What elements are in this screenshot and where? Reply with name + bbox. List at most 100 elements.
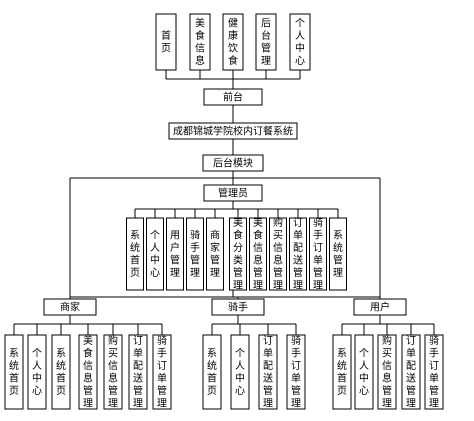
frontend-page-2: 美食信息	[189, 13, 211, 71]
role-1-item-7-frame	[152, 334, 172, 410]
admin-item-4-frame	[186, 217, 204, 291]
backend-node-frame	[202, 154, 264, 172]
role-1-item-6-label: 订单配送管理	[133, 335, 143, 410]
admin-item-4-label: 骑手管理	[190, 229, 200, 280]
role-node-2-label: 骑手	[228, 301, 248, 314]
admin-item-1-frame	[126, 217, 144, 291]
role-1-item-6: 订单配送管理	[128, 334, 148, 410]
backend-node-label: 后台模块	[213, 157, 253, 170]
admin-item-8-label: 购买信息管理	[273, 216, 283, 292]
system-node-frame	[168, 122, 298, 140]
role-node-1: 商家	[43, 298, 97, 316]
admin-item-9-label: 订单配送管理	[293, 217, 303, 292]
role-1-item-7-label: 骑手订单管理	[157, 334, 167, 410]
admin-item-5: 商家管理	[206, 217, 224, 291]
role-2-item-2: 个人中心	[230, 334, 250, 410]
role-3-item-2-frame	[354, 334, 374, 410]
role-node-2: 骑手	[211, 298, 265, 316]
role-1-item-1-label: 系统首页	[9, 348, 19, 398]
role-1-item-4-frame	[78, 334, 98, 410]
frontend-page-2-frame	[189, 13, 211, 71]
role-2-item-4: 骑手订单管理	[286, 334, 306, 410]
role-1-item-2-label: 个人中心	[32, 348, 42, 398]
admin-item-7-frame	[249, 217, 267, 291]
connector-lines	[13, 70, 435, 335]
admin-item-2-label: 个人中心	[150, 230, 160, 280]
admin-item-1-label: 系统首页	[130, 230, 140, 280]
role-1-item-4: 美食信息管理	[78, 334, 98, 410]
admin-item-5-frame	[206, 217, 224, 291]
role-3-item-1-frame	[332, 334, 352, 410]
backend-node: 后台模块	[202, 154, 264, 172]
admin-node-label: 管理员	[218, 187, 248, 200]
admin-item-11-label: 系统管理	[333, 230, 343, 280]
role-3-item-3-frame	[377, 334, 397, 410]
role-3-item-3-label: 购买信息管理	[382, 334, 392, 410]
admin-item-2: 个人中心	[146, 217, 164, 291]
frontend-page-5-label: 个人中心	[295, 18, 305, 68]
role-3-item-1: 系统首页	[332, 334, 352, 410]
frontend-page-4: 后台管理	[255, 13, 277, 71]
admin-item-7-label: 美食信息管理	[253, 216, 263, 292]
role-1-item-2-frame	[27, 334, 47, 410]
role-2-item-1: 系统首页	[202, 334, 222, 410]
admin-item-11: 系统管理	[329, 217, 347, 291]
frontend-page-1: 首页	[155, 13, 177, 71]
role-node-1-label: 商家	[60, 301, 80, 314]
admin-item-1: 系统首页	[126, 217, 144, 291]
frontend-page-1-label: 首页	[161, 29, 171, 55]
role-2-item-4-frame	[286, 334, 306, 410]
system-node-label: 成都锦城学院校内订餐系统	[173, 125, 293, 138]
admin-item-3: 用户管理	[166, 217, 184, 291]
admin-item-10: 骑手订单管理	[309, 216, 327, 292]
frontend-page-3-label: 健康饮食	[228, 18, 238, 68]
role-3-item-5-label: 骑手订单管理	[429, 334, 439, 410]
role-2-item-2-frame	[230, 334, 250, 410]
admin-item-2-frame	[146, 217, 164, 291]
role-1-item-7: 骑手订单管理	[152, 334, 172, 410]
role-1-item-5: 购买信息管理	[103, 334, 123, 410]
admin-item-7: 美食信息管理	[249, 216, 267, 292]
admin-item-9: 订单配送管理	[289, 217, 307, 292]
role-2-item-3-label: 订单配送管理	[263, 335, 273, 410]
role-1-item-1-frame	[4, 334, 24, 410]
role-2-item-2-label: 个人中心	[235, 348, 245, 398]
frontend-page-4-label: 后台管理	[261, 18, 271, 68]
admin-item-3-frame	[166, 217, 184, 291]
front-node: 前台	[203, 88, 263, 106]
front-node-frame	[203, 88, 263, 106]
role-1-item-4-label: 美食信息管理	[83, 334, 93, 410]
role-2-item-3-frame	[258, 334, 278, 410]
role-1-item-6-frame	[128, 334, 148, 410]
admin-item-4: 骑手管理	[186, 217, 204, 291]
role-1-item-3-frame	[51, 334, 71, 410]
admin-node-frame	[203, 184, 263, 202]
role-3-item-4-label: 订单配送管理	[406, 335, 416, 410]
admin-item-11-frame	[329, 217, 347, 291]
admin-item-9-frame	[289, 217, 307, 291]
role-3-item-2-label: 个人中心	[359, 348, 369, 398]
role-3-item-5: 骑手订单管理	[424, 334, 444, 410]
admin-item-8-frame	[269, 217, 287, 291]
role-node-3-label: 用户	[370, 301, 390, 314]
admin-item-6: 美食分类管理	[229, 216, 247, 292]
frontend-page-3-frame	[222, 13, 244, 71]
admin-item-6-frame	[229, 217, 247, 291]
role-1-item-5-frame	[103, 334, 123, 410]
role-node-2-frame	[211, 298, 265, 316]
role-node-3: 用户	[353, 298, 407, 316]
front-node-label: 前台	[223, 91, 243, 104]
admin-node: 管理员	[203, 184, 263, 202]
role-1-item-5-label: 购买信息管理	[108, 334, 118, 410]
role-node-1-frame	[43, 298, 97, 316]
frontend-page-2-label: 美食信息	[195, 17, 205, 68]
frontend-page-4-frame	[255, 13, 277, 71]
role-1-item-2: 个人中心	[27, 334, 47, 410]
role-3-item-3: 购买信息管理	[377, 334, 397, 410]
frontend-page-1-frame	[155, 13, 177, 71]
role-node-3-frame	[353, 298, 407, 316]
frontend-page-5-frame	[289, 13, 311, 71]
role-1-item-3: 系统首页	[51, 334, 71, 410]
role-2-item-1-frame	[202, 334, 222, 410]
